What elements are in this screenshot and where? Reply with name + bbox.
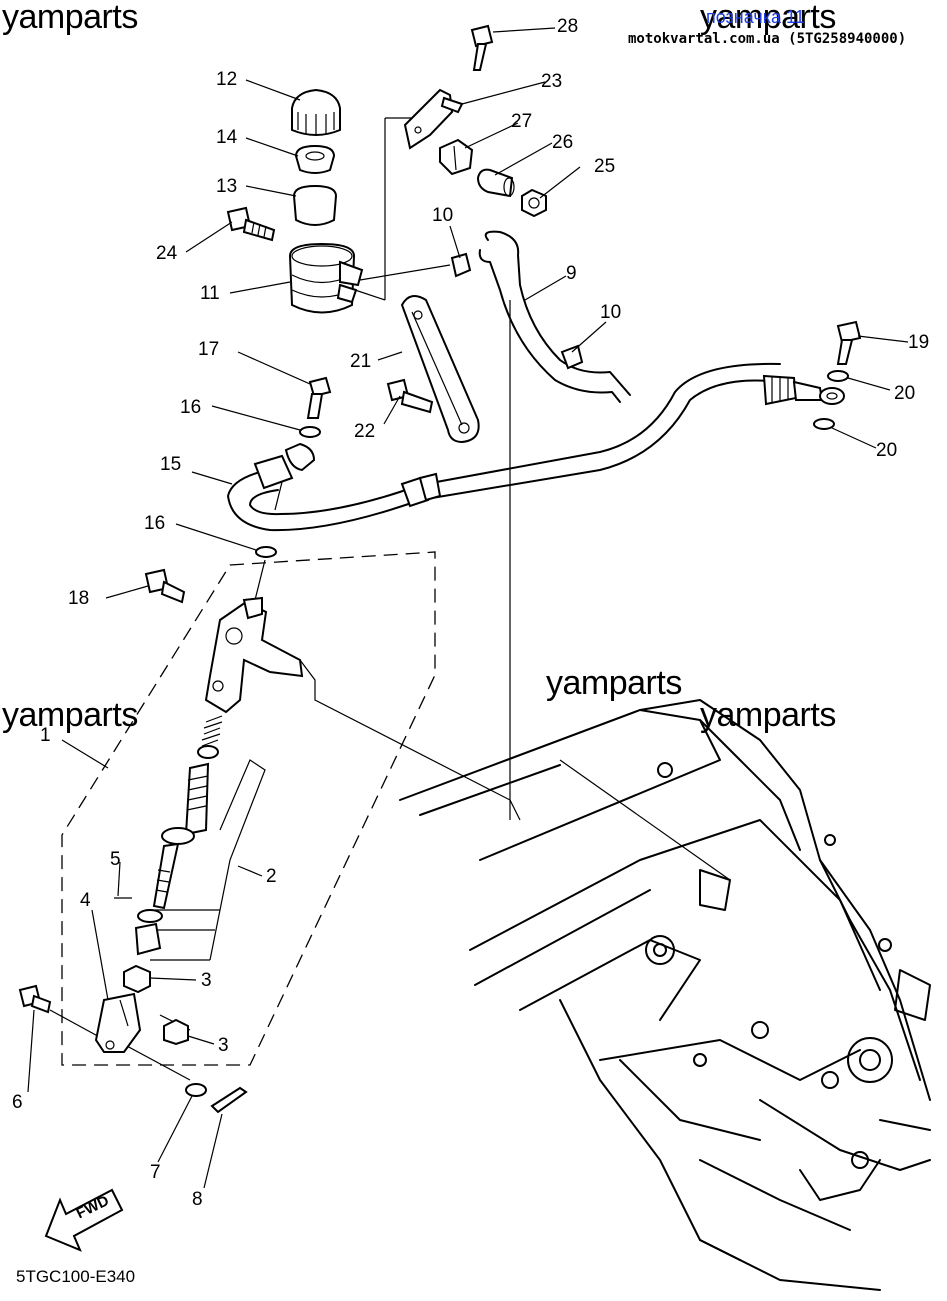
callout-16-upper: 16 <box>180 397 202 418</box>
spring <box>201 715 223 747</box>
callout-3-upper: 3 <box>201 970 212 991</box>
damper-27 <box>439 138 474 176</box>
callout-18: 18 <box>68 588 90 609</box>
watermark-mid-left: yamparts <box>2 696 138 734</box>
callout-9: 9 <box>566 263 577 284</box>
boot <box>137 909 163 923</box>
reservoir-hose <box>478 230 631 403</box>
cup-1 <box>197 745 219 759</box>
callout-21: 21 <box>350 351 372 372</box>
boot-cover <box>134 922 162 956</box>
collar-26 <box>476 168 515 198</box>
washer-16-lower <box>255 546 277 558</box>
callout-23: 23 <box>541 71 563 92</box>
bracket-23 <box>403 88 464 150</box>
callout-27: 27 <box>511 111 533 132</box>
callout-4: 4 <box>80 890 91 911</box>
callout-14: 14 <box>216 127 238 148</box>
union-bolt-17 <box>306 376 332 419</box>
callout-13: 13 <box>216 176 238 197</box>
callout-22: 22 <box>354 421 376 442</box>
reference-lines <box>49 117 731 1081</box>
callout-20-lower: 20 <box>876 440 898 461</box>
watermark-top-left: yamparts <box>2 0 138 36</box>
diaphragm <box>294 144 336 174</box>
callout-10-upper: 10 <box>432 205 454 226</box>
diagram-code: 5TGC100-E340 <box>16 1267 136 1286</box>
push-rod <box>152 827 195 910</box>
hose-clamp-lower <box>560 344 584 370</box>
diaphragm-holder <box>292 184 338 226</box>
bolt-22 <box>386 378 434 414</box>
callout-11: 11 <box>200 283 220 304</box>
nut-25 <box>521 188 547 218</box>
callout-24: 24 <box>156 243 178 264</box>
callout-15: 15 <box>160 454 182 475</box>
callout-19: 19 <box>908 332 930 353</box>
callout-17: 17 <box>198 339 220 360</box>
watermark-mid-right: yamparts <box>546 664 682 702</box>
forward-arrow-icon <box>44 1188 124 1252</box>
callout-28: 28 <box>557 16 579 37</box>
callout-10-lower: 10 <box>600 302 622 323</box>
master-cylinder-body <box>204 596 304 714</box>
piston <box>184 762 210 836</box>
nut-3-lower <box>163 1018 189 1046</box>
callout-16-lower: 16 <box>144 513 166 534</box>
brake-hose <box>227 362 845 532</box>
callout-25: 25 <box>594 156 616 177</box>
bolt-24 <box>226 206 276 242</box>
source-line: motokvartal.com.ua (5TG258940000) <box>628 31 907 47</box>
clevis <box>94 992 142 1053</box>
reservoir-cap <box>291 88 341 136</box>
callout-2: 2 <box>266 866 277 887</box>
assembly-boundary <box>61 551 436 1066</box>
watermark-top-right: yamparts <box>700 0 836 36</box>
callout-20-upper: 20 <box>894 383 916 404</box>
callout-7: 7 <box>150 1162 161 1183</box>
bolt-28 <box>470 24 494 71</box>
callout-12: 12 <box>216 69 238 90</box>
callout-5: 5 <box>110 849 121 870</box>
blue-position-label: позначка 11 <box>706 7 805 27</box>
nut-3-upper <box>123 964 151 994</box>
hose-guide-21 <box>400 295 480 444</box>
washer-7 <box>185 1083 207 1097</box>
callout-3-lower: 3 <box>218 1035 229 1056</box>
frame-drawing <box>399 699 931 1291</box>
watermark-mid-far-right: yamparts <box>700 696 836 734</box>
callout-1: 1 <box>40 725 51 746</box>
callout-8: 8 <box>192 1189 203 1210</box>
washer-16-upper <box>299 426 321 438</box>
reservoir-tank <box>288 242 364 314</box>
washer-20-upper <box>827 370 849 382</box>
bolt-6 <box>18 984 52 1014</box>
hose-clamp-upper <box>450 252 472 278</box>
cotter-pin <box>210 1086 248 1114</box>
bolt-18 <box>144 568 186 604</box>
washer-20-lower <box>813 418 835 430</box>
callout-6: 6 <box>12 1092 23 1113</box>
leader-lines <box>27 27 909 1189</box>
union-bolt-19 <box>836 320 862 365</box>
callout-26: 26 <box>552 132 574 153</box>
